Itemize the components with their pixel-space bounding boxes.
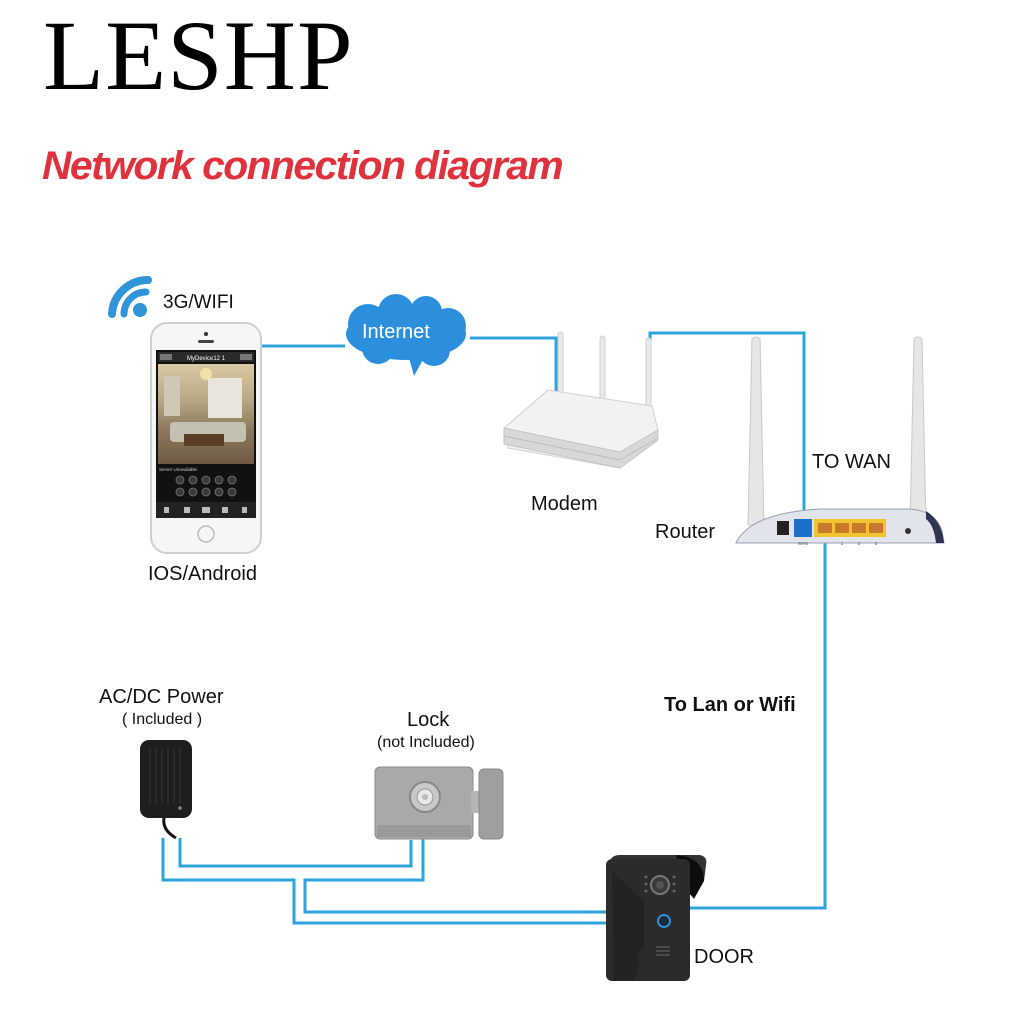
phone-label: IOS/Android	[148, 563, 257, 585]
lan-link-label: To Lan or Wifi	[664, 694, 796, 716]
wifi-label: 3G/WIFI	[163, 292, 234, 313]
wifi-icon	[104, 274, 154, 324]
door-label: DOOR	[694, 946, 754, 968]
router-port-3: 3	[875, 541, 878, 546]
internet-label: Internet	[362, 321, 430, 343]
wire-lock-door	[303, 838, 610, 914]
router-port-wan: WAN	[798, 541, 808, 546]
doorbell-camera-icon	[604, 851, 708, 983]
lock-sublabel: (not Included)	[377, 734, 475, 751]
smartphone-icon: MyDevice12 1 Server Unavailable	[150, 322, 262, 554]
brand-logo: LESHP	[43, 0, 354, 111]
modem-label: Modem	[531, 493, 598, 515]
power-label: AC/DC Power	[99, 686, 224, 708]
lock-label: Lock	[407, 709, 450, 731]
diagram-title: Network connection diagram	[42, 144, 564, 188]
to-wan-label: TO WAN	[812, 451, 891, 473]
lock-icon	[373, 765, 507, 843]
cloud-icon	[338, 294, 474, 378]
router-port-1: 1	[841, 541, 844, 546]
wire-router-door	[690, 538, 827, 910]
router-port-2: 2	[858, 541, 861, 546]
wire-power-door	[161, 838, 610, 925]
power-sublabel: ( Included )	[122, 711, 203, 728]
power-adapter-icon	[136, 738, 196, 842]
phone-screen-status: Server Unavailable	[159, 467, 198, 472]
modem-icon	[500, 328, 660, 488]
phone-screen-title: MyDevice12 1	[187, 356, 226, 362]
router-icon: WAN 1 2 3	[730, 335, 950, 550]
router-label: Router	[655, 521, 716, 543]
